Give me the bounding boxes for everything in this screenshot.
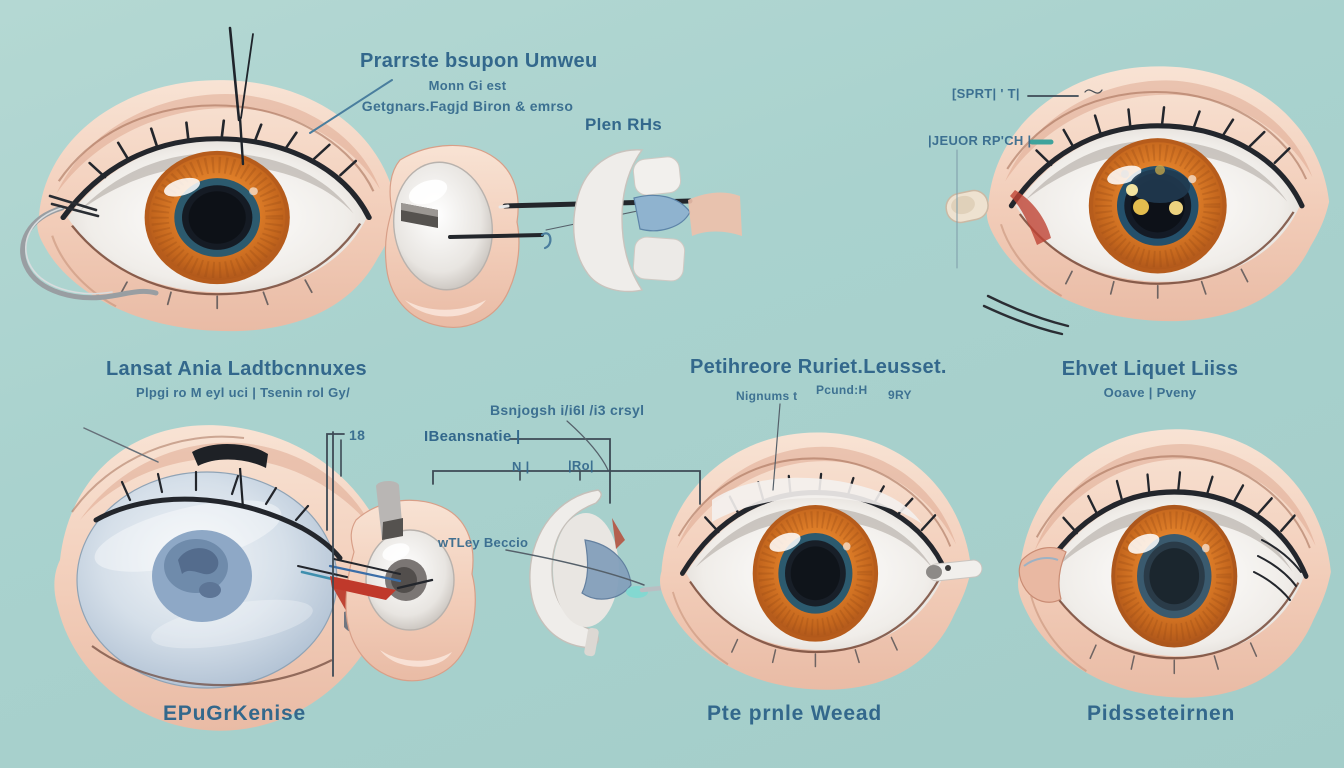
lens-cross-section-illustration [529,489,705,657]
mid-right-subtitle: Ooave | Pveny [1103,385,1197,400]
left-canthus-tube [1018,546,1067,603]
bottom-middle-eye-illustration [660,433,983,690]
mid-center-sub-right: 9RY [888,388,912,402]
mid-center-sub-left: Nignums t [736,389,798,403]
bottom-left-eye-illustration [54,425,394,731]
eye-swab [926,559,983,582]
mid-center-title: Petihreore Ruriet.Leusset. [690,356,947,378]
mid-right-title: Ehvet Liquet Liiss [1061,358,1239,380]
mid-middle-lens-label: wTLey Beccio [438,535,529,550]
capsule-and-iol-illustration [384,144,693,328]
caption-middle: Pte prnle Weead [707,702,882,725]
bottom-right-eye-illustration [1018,429,1331,697]
caption-right: Pidsseteirnen [1087,702,1236,725]
caption-left: EPuGrKenise [163,702,307,725]
soft-tip-cannula [945,189,989,224]
leader-lines [83,79,1103,677]
lower-instrument-lines [982,294,1070,336]
outer-lashes [1253,539,1302,601]
mid-middle-tick-left: N | [512,459,530,474]
crescent-blade-instrument [192,443,268,509]
lens-haptic-wire [20,194,159,301]
mid-left-number: 18 [349,427,366,443]
top-right-bracket-label: [SPRT| ' T| [952,86,1020,101]
top-right-eye-illustration [982,66,1329,336]
pupil-sparkles [1121,165,1190,215]
cartridge-lens-illustration [573,149,742,293]
top-left-sub2: Getgnars.Fagjd Biron & emrso [361,98,574,114]
mid-middle-upper-label: Bsnjogsh i/i6l /i3 crsyl [490,402,645,418]
mid-center-sub-mid: Pcund:H [816,383,868,397]
mid-middle-tick-right: |Ro| [568,458,594,473]
top-left-eye-illustration [20,26,398,331]
needle-instrument [228,26,254,166]
top-left-title: Prarrste bsupon Umweu [360,50,598,72]
dilator-cone [376,480,403,540]
capsule-bag-illustration [328,480,476,682]
top-middle-label: Plen RHs [585,115,663,134]
top-right-lower-label: |JEUOR RP'CH | [928,133,1032,148]
canthus-tissue [1010,190,1051,245]
left-instruments [328,558,434,600]
top-left-sub1: Monn Gi est [428,78,507,93]
mid-left-subtitle: Plpgi ro M eyl uci | Tsenin rol Gy/ [136,385,350,400]
mid-middle-bracket-label: IBeansnatie | [424,428,521,445]
mid-left-title: Lansat Ania Ladtbcnnuxes [106,358,367,380]
